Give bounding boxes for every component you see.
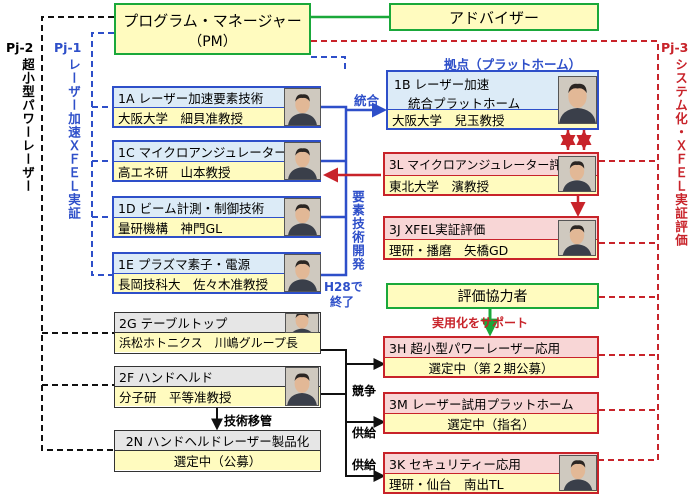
box-1d-title: 1D ビーム計測・制御技術 [114, 198, 319, 218]
box-3j: 3J XFEL実証評価 理研・播磨 矢橋GD [383, 216, 599, 260]
pm-subtitle: （PM） [188, 34, 237, 50]
pj2-label: Pj-2 [6, 40, 34, 55]
box-1d-member: 量研機構 神門GL [114, 218, 319, 236]
box-2g: 2G テーブルトップ 浜松ホトニクス 川嶋グループ長 [114, 312, 321, 354]
box-1b-member: 大阪大学 兒玉教授 [388, 110, 597, 128]
box-3h-title: 3H 超小型パワーレーザー応用 [385, 338, 597, 358]
competition-label: 競争 [352, 384, 377, 398]
box-1e: 1E プラズマ素子・電源 長岡技科大 佐々木准教授 [112, 252, 321, 294]
box-1a-member: 大阪大学 細貝准教授 [114, 108, 319, 126]
box-3l: 3L マイクロアンジュレーター評価 東北大学 濱教授 [383, 152, 599, 196]
elemental-tech-label: 要素技術開発 [350, 190, 365, 271]
box-3h: 3H 超小型パワーレーザー応用 選定中（第２期公募） [383, 336, 599, 378]
photo-minamide [559, 455, 597, 491]
box-1c-title: 1C マイクロアンジュレーター [114, 142, 319, 162]
pj3-label: Pj-3 [661, 40, 689, 55]
pj1-label: Pj-1 [54, 40, 82, 55]
box-1c: 1C マイクロアンジュレーター 高エネ研 山本教授 [112, 140, 321, 182]
box-3k-title: 3K セキュリティー応用 [385, 454, 597, 474]
box-3l-member: 東北大学 濱教授 [385, 176, 597, 194]
platform-label: 拠点（プラットホーム） [444, 57, 582, 72]
photo-taira [285, 367, 319, 406]
photo-kando [284, 198, 321, 236]
box-1a-title: 1A レーザー加速要素技術 [114, 88, 319, 108]
evaluation-partner-label: 評価協力者 [457, 289, 528, 305]
box-3m-status: 選定中（指名） [385, 414, 597, 432]
photo-hama [558, 156, 596, 192]
box-3m: 3M レーザー試用プラットホーム 選定中（指名） [383, 392, 599, 434]
pj2-vertical-label: 超小型パワーレーザー [20, 58, 35, 193]
box-3j-title: 3J XFEL実証評価 [385, 218, 597, 240]
box-3k-member: 理研・仙台 南出TL [385, 474, 597, 492]
pm-title: プログラム・マネージャー [123, 12, 302, 30]
evaluation-partner-box: 評価協力者 [386, 283, 599, 309]
box-3h-status: 選定中（第２期公募） [385, 358, 597, 376]
box-3k: 3K セキュリティー応用 理研・仙台 南出TL [383, 452, 599, 494]
box-2n-status: 選定中（公募） [115, 451, 320, 470]
box-3j-member: 理研・播磨 矢橋GD [385, 240, 597, 258]
box-2f-title: 2F ハンドヘルド [115, 367, 320, 387]
photo-yamamoto [284, 142, 321, 180]
box-1c-member: 高エネ研 山本教授 [114, 162, 319, 180]
box-2f: 2F ハンドヘルド 分子研 平等准教授 [114, 366, 321, 408]
box-1b-title-line2: 統合プラットホーム [408, 96, 521, 111]
practical-support-label: 実用化をサポート [432, 316, 529, 330]
advisor-box: アドバイザー [389, 3, 599, 31]
photo-hosokai [284, 88, 321, 126]
pm-box: プログラム・マネージャー （PM） [114, 3, 311, 55]
box-1e-title: 1E プラズマ素子・電源 [114, 254, 319, 274]
box-1b-title-line1: 1B レーザー加速 [394, 77, 490, 92]
box-3m-title: 3M レーザー試用プラットホーム [385, 394, 597, 414]
integration-label: 統合 [354, 93, 380, 108]
pj3-vertical-label: システム化・ＸＦＥＬ実証評価 [673, 58, 688, 247]
supply-label-1: 供給 [352, 426, 377, 440]
photo-kodama [558, 76, 597, 124]
box-3l-title: 3L マイクロアンジュレーター評価 [385, 154, 597, 176]
box-1e-member: 長岡技科大 佐々木准教授 [114, 274, 319, 292]
box-2g-member: 浜松ホトニクス 川嶋グループ長 [115, 333, 320, 352]
box-2g-title: 2G テーブルトップ [115, 313, 320, 333]
photo-yabashi [558, 220, 596, 256]
h28-end-label-line1: H28で [324, 280, 363, 294]
h28-end-label-line2: 終了 [330, 295, 355, 309]
tech-transfer-label: 技術移管 [224, 414, 273, 428]
photo-kawashima [285, 313, 319, 333]
box-1a: 1A レーザー加速要素技術 大阪大学 細貝准教授 [112, 86, 321, 128]
photo-sasaki [284, 254, 321, 292]
pj1-vertical-label: レーザー加速ＸＦＥＬ実証 [66, 58, 81, 220]
advisor-label: アドバイザー [448, 8, 539, 27]
box-2f-member: 分子研 平等准教授 [115, 387, 320, 406]
box-2n-title: 2N ハンドヘルドレーザー製品化 [115, 431, 320, 451]
box-1b: 1B レーザー加速 統合プラットホーム 大阪大学 兒玉教授 [386, 70, 599, 130]
box-2n: 2N ハンドヘルドレーザー製品化 選定中（公募） [114, 430, 321, 472]
box-1d: 1D ビーム計測・制御技術 量研機構 神門GL [112, 196, 321, 238]
supply-label-2: 供給 [352, 458, 377, 472]
